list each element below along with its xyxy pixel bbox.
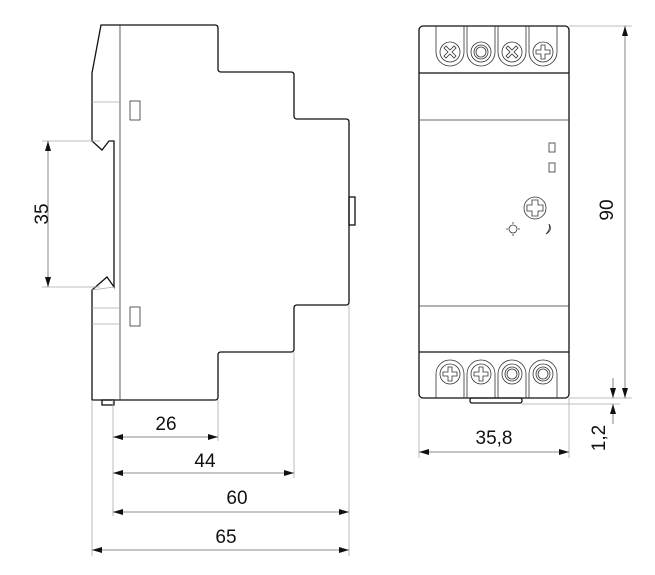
terminal-cross-screw[interactable] [497, 26, 527, 67]
side-window [129, 306, 141, 327]
dim-label-90: 90 [597, 199, 618, 220]
dim-label-35-8: 35,8 [476, 428, 513, 449]
terminal-cross-screw[interactable] [435, 26, 465, 67]
sun-icon [506, 222, 520, 236]
side-protrusion [348, 196, 356, 226]
side-window [129, 100, 141, 121]
terminal-round[interactable] [466, 26, 496, 67]
front-tab [469, 397, 523, 404]
terminal-plus-screw[interactable] [435, 359, 465, 398]
dim-label-35: 35 [32, 203, 53, 224]
side-view: 35 26 44 60 65 [32, 24, 356, 556]
moon-icon [545, 223, 551, 235]
side-outline [91, 24, 350, 401]
side-foot [101, 399, 115, 406]
clip-line [91, 286, 115, 291]
front-outline [418, 25, 570, 399]
terminal-plus-screw[interactable] [466, 359, 496, 398]
led-indicator [548, 162, 556, 173]
adjust-knob[interactable] [523, 196, 547, 220]
terminals [435, 26, 558, 398]
dim-label-26: 26 [155, 414, 176, 435]
dim-label-65: 65 [215, 527, 236, 548]
dim-label-60: 60 [226, 488, 247, 509]
terminal-round[interactable] [497, 359, 527, 398]
led-indicator [548, 142, 556, 153]
dim-label-44: 44 [194, 451, 216, 472]
front-view: 90 1,2 35,8 [418, 25, 632, 458]
terminal-round[interactable] [528, 359, 558, 398]
terminal-plus-screw[interactable] [528, 26, 558, 67]
dim-label-1-2: 1,2 [589, 425, 610, 451]
